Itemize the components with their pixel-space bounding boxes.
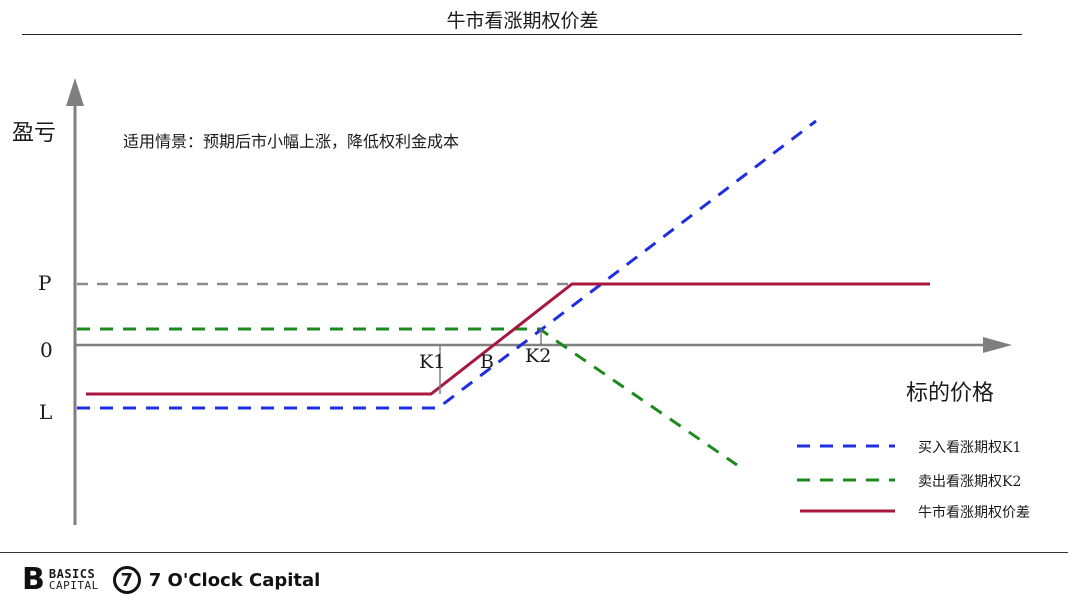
legend-label-buy-call: 买入看涨期权K1 bbox=[918, 440, 1021, 456]
x-axis-arrow bbox=[983, 337, 1012, 353]
seven-circle-icon: 7 bbox=[112, 566, 141, 594]
legend-label-spread: 牛市看涨期权价差 bbox=[918, 504, 1030, 521]
level-label-l: L bbox=[39, 400, 52, 424]
point-label-b: B bbox=[480, 351, 494, 373]
footer: B BASICS CAPITAL 7 7 O'Clock Capital bbox=[22, 562, 320, 598]
title-divider bbox=[22, 34, 1022, 35]
basics-capital-logo: B BASICS CAPITAL bbox=[22, 565, 99, 595]
basics-b-icon: B bbox=[22, 562, 45, 597]
seven-oclock-capital-name: 7 O'Clock Capital bbox=[148, 569, 321, 591]
sell-call-k2-line bbox=[77, 327, 738, 467]
point-label-k1: K1 bbox=[419, 351, 445, 373]
payoff-diagram: 盈亏 适用情景：预期后市小幅上涨，降低权利金成本 P 0 L K1 B K2 标… bbox=[12, 78, 1030, 525]
buy-call-k1-line bbox=[77, 119, 817, 410]
scenario-text: 适用情景：预期后市小幅上涨，降低权利金成本 bbox=[123, 132, 459, 151]
legend: 买入看涨期权K1 卖出看涨期权K2 牛市看涨期权价差 bbox=[797, 440, 1030, 521]
capital-word: CAPITAL bbox=[48, 579, 99, 592]
legend-label-sell-call: 卖出看涨期权K2 bbox=[918, 474, 1021, 490]
x-axis-label: 标的价格 bbox=[906, 381, 994, 406]
level-label-p: P bbox=[38, 271, 51, 295]
bull-call-spread-line bbox=[86, 282, 930, 396]
y-axis-label: 盈亏 bbox=[12, 121, 56, 146]
page-title: 牛市看涨期权价差 bbox=[446, 10, 599, 32]
seven-oclock-capital-logo: 7 7 O'Clock Capital bbox=[112, 566, 321, 594]
point-label-k2: K2 bbox=[525, 345, 551, 367]
y-axis-arrow bbox=[66, 78, 84, 106]
level-label-zero: 0 bbox=[40, 338, 53, 362]
footer-divider bbox=[0, 552, 1068, 553]
basics-word: BASICS bbox=[48, 567, 96, 581]
